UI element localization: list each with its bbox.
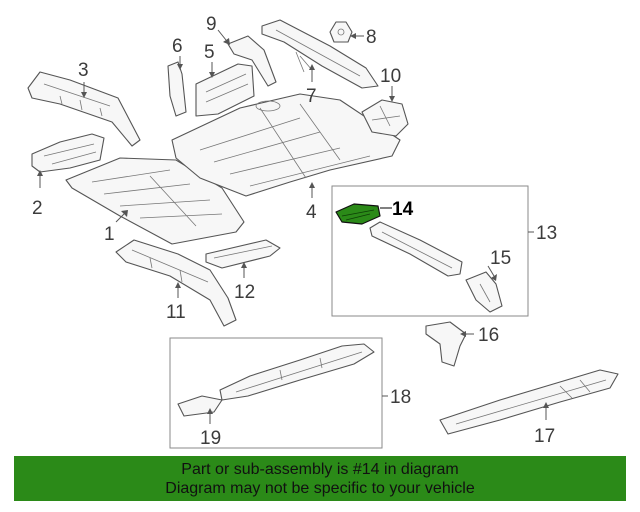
part-5-side-panel [195,63,255,117]
box-13 [331,185,529,317]
callout-5: 5 [204,42,215,63]
part-10-bracket [361,99,409,137]
callout-11: 11 [166,302,186,323]
part-2-bracket [31,133,105,173]
part-9-bracket [227,35,277,87]
part-1-floor-pan [65,157,245,245]
callout-4: 4 [306,202,317,223]
callout-3: 3 [78,60,89,81]
callout-17: 17 [534,426,555,447]
part-6-bracket [167,61,187,117]
banner-line-2: Diagram may not be specific to your vehi… [165,480,475,497]
part-8-clip [329,21,353,43]
callout-12: 12 [234,282,255,303]
part-15-bracket [465,271,503,313]
part-19-bracket [177,395,223,417]
part-12-reinforcement [205,239,281,269]
callout-6: 6 [172,36,183,57]
callout-19: 19 [200,428,221,449]
part-16-bracket [425,321,467,367]
callout-14: 14 [392,199,414,220]
part-3-rail [27,71,141,147]
callout-18: 18 [390,387,411,408]
callout-15: 15 [490,248,511,269]
callout-7: 7 [306,86,317,107]
part-11-rail [115,239,237,327]
leader-lines [37,29,549,424]
part-17-rail [439,369,619,435]
part-13-member [369,221,463,277]
part-4-main-floor [171,93,401,197]
parts-diagram: 1 2 3 4 5 6 7 8 9 10 11 12 13 14 15 16 1… [27,14,619,449]
box-18 [169,337,383,449]
callout-2: 2 [32,198,43,219]
info-banner: Part or sub-assembly is #14 in diagram D… [14,456,626,501]
callout-1: 1 [104,224,115,245]
callout-13: 13 [536,223,557,244]
callout-8: 8 [366,27,377,48]
callout-10: 10 [380,66,401,87]
callout-16: 16 [478,325,499,346]
banner-line-1: Part or sub-assembly is #14 in diagram [181,461,459,478]
part-7-crossmember [261,19,379,89]
part-14-highlighted [335,203,381,225]
callout-9: 9 [206,14,217,35]
part-18-member [219,343,375,401]
